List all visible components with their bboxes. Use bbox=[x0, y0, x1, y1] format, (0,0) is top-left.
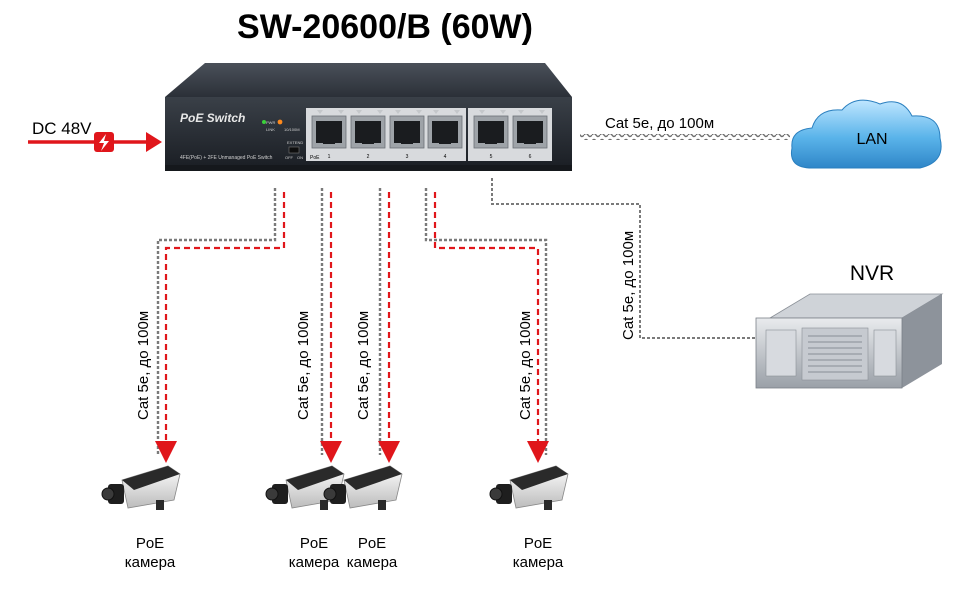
ethernet-port-2[interactable]: 2 bbox=[350, 110, 386, 160]
toggle-off-label: OFF bbox=[285, 155, 294, 160]
camera-cable bbox=[156, 188, 277, 455]
switch-subtitle: 4FE(PoE) + 2FE Unmanaged PoE Switch bbox=[180, 155, 273, 161]
port-number-label: 1 bbox=[328, 154, 331, 160]
poe-ports-label: PoE bbox=[310, 155, 320, 161]
nvr-cable bbox=[491, 178, 755, 339]
port-number-label: 5 bbox=[490, 154, 493, 160]
ethernet-port-5[interactable]: 5 bbox=[473, 110, 509, 160]
led-speed-label: 10/100M bbox=[284, 127, 300, 132]
ip-camera-1: PoE камера bbox=[101, 465, 181, 571]
port-number-label: 4 bbox=[444, 154, 447, 160]
camera-label-line1: PoE bbox=[524, 535, 552, 552]
camera-label-line2: камера bbox=[289, 554, 340, 571]
camera-label-line2: камера bbox=[513, 554, 564, 571]
diagram-title: SW-20600/B (60W) bbox=[237, 8, 533, 46]
camera-cable-label: Cat 5e, до 100м bbox=[295, 311, 312, 420]
ethernet-port-6[interactable]: 6 bbox=[512, 110, 548, 160]
camera-cable bbox=[424, 188, 548, 455]
nvr-cable-label: Cat 5e, до 100м bbox=[620, 231, 637, 340]
camera-label-line1: PoE bbox=[358, 535, 386, 552]
port-number-label: 3 bbox=[406, 154, 409, 160]
ethernet-port-3[interactable]: 3 bbox=[389, 110, 425, 160]
lan-cloud: LAN bbox=[790, 99, 942, 169]
ip-camera-3: PoE камера bbox=[323, 465, 403, 571]
ethernet-port-1[interactable]: 1 bbox=[311, 110, 347, 160]
ethernet-port-4[interactable]: 4 bbox=[427, 110, 463, 160]
power-input: DC 48V bbox=[28, 119, 162, 152]
nvr-label: NVR bbox=[850, 262, 894, 285]
nvr-device: NVR bbox=[755, 262, 944, 389]
uplink-cable-label: Cat 5e, до 100м bbox=[605, 115, 714, 132]
port-number-label: 6 bbox=[529, 154, 532, 160]
lightning-icon bbox=[99, 134, 109, 151]
camera-cable-label: Cat 5e, до 100м bbox=[355, 311, 372, 420]
camera-label-line1: PoE bbox=[136, 535, 164, 552]
port-number-label: 2 bbox=[367, 154, 370, 160]
extend-toggle[interactable] bbox=[288, 146, 300, 154]
poe-power-arrow bbox=[433, 192, 549, 463]
camera-cable-label: Cat 5e, до 100м bbox=[517, 311, 534, 420]
poe-switch: PoE Switch 4FE(PoE) + 2FE Unmanaged PoE … bbox=[165, 63, 572, 171]
power-label: DC 48V bbox=[32, 119, 92, 138]
uplink-cable bbox=[580, 134, 790, 140]
switch-brand-label: PoE Switch bbox=[180, 111, 245, 125]
extend-label: EXTEND bbox=[287, 140, 303, 145]
poe-power-arrow bbox=[155, 192, 286, 463]
led-pwr-label: PWR bbox=[266, 120, 275, 125]
ip-camera-2: PoE камера bbox=[265, 465, 345, 571]
camera-label-line1: PoE bbox=[300, 535, 328, 552]
lan-label: LAN bbox=[856, 131, 887, 148]
camera-label-line2: камера bbox=[347, 554, 398, 571]
camera-label-line2: камера bbox=[125, 554, 176, 571]
ip-camera-4: PoE камера bbox=[489, 465, 569, 571]
camera-cable-label: Cat 5e, до 100м bbox=[135, 311, 152, 420]
led-link-label: LINK bbox=[266, 127, 275, 132]
toggle-on-label: ON bbox=[297, 155, 303, 160]
